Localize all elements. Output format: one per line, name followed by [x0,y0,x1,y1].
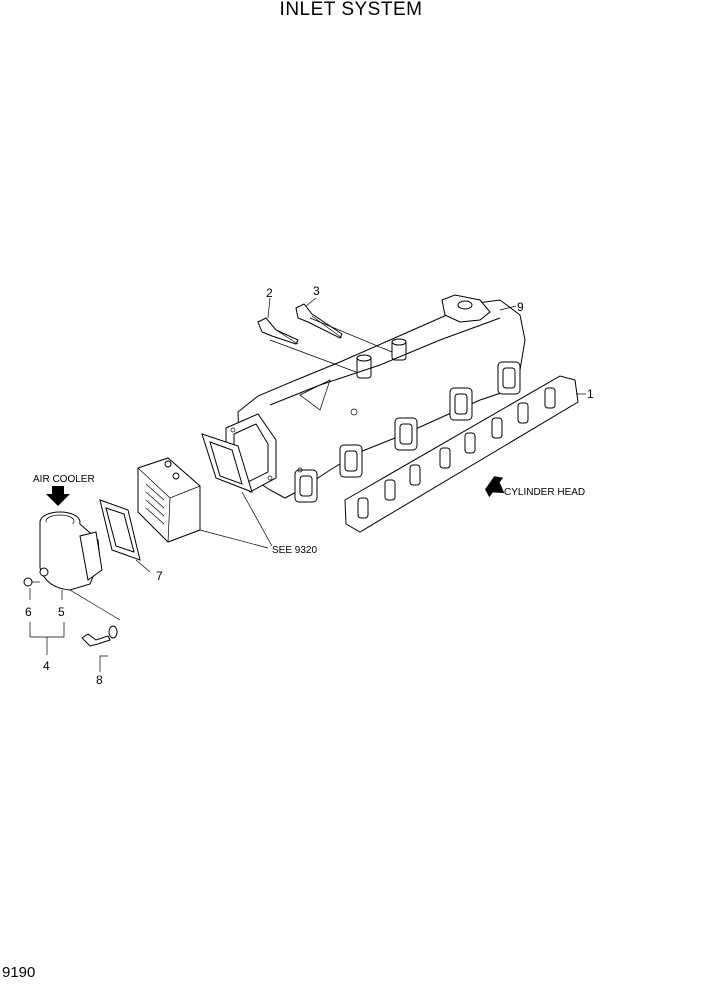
page-number: 9190 [2,964,36,981]
manifold-ports [294,361,521,503]
see-reference-label: SEE 9320 [272,545,317,556]
callout-9: 9 [517,300,524,314]
callout-1: 1 [587,387,594,401]
air-cooler-arrow-icon [46,486,70,506]
manifold-gasket [344,375,579,533]
callout-4: 4 [43,659,50,673]
cooler-gasket [99,499,141,561]
callout-6: 6 [25,605,32,619]
cooler-box [137,457,201,543]
callout-2: 2 [266,286,273,300]
plug-part-6 [23,577,40,587]
cylinder-head-arrow-icon [485,476,505,498]
bolt-part-2 [257,317,299,345]
flange-gasket [201,433,253,493]
cylinder-head-label: CYLINDER HEAD [504,487,585,498]
page-title: INLET SYSTEM [279,0,423,20]
callout-8: 8 [96,673,103,687]
leader-lines [29,297,586,672]
intake-manifold [225,294,526,503]
inlet-elbow [39,511,103,591]
bolt-washer-part-8 [81,625,118,647]
callout-3: 3 [313,284,320,298]
bolt-part-3 [295,303,343,339]
callout-7: 7 [156,569,163,583]
callout-5: 5 [58,605,65,619]
air-cooler-label: AIR COOLER [33,474,95,485]
